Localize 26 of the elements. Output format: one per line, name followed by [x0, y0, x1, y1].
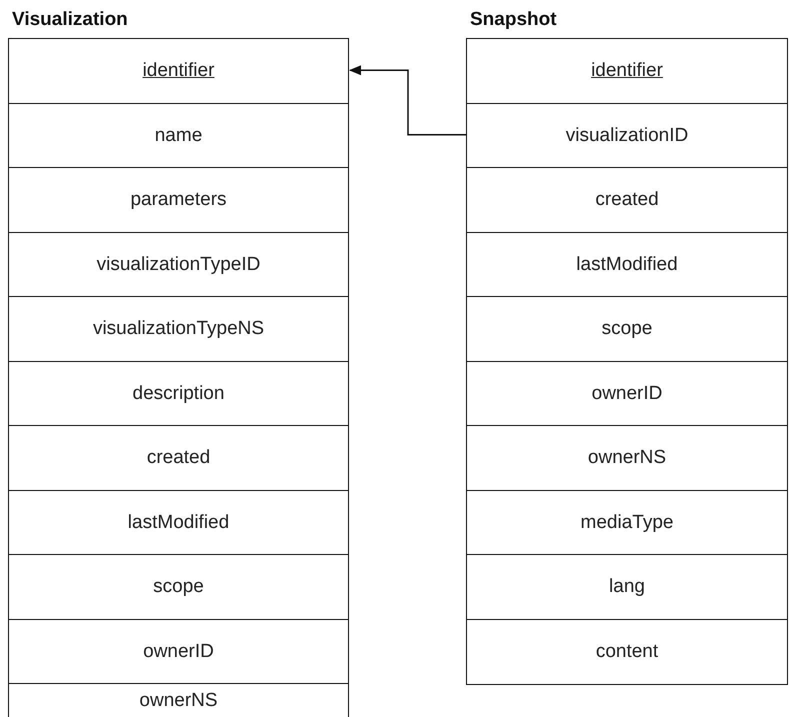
attribute-row: ownerNS	[466, 425, 788, 491]
attribute-row: ownerID	[8, 618, 349, 684]
attribute-row: lastModified	[8, 490, 349, 556]
attribute-row: parameters	[8, 167, 349, 233]
attribute-row: scope	[466, 296, 788, 362]
attribute-row: created	[8, 425, 349, 491]
attribute-row: identifier	[8, 38, 349, 104]
attribute-row: lang	[466, 554, 788, 620]
attribute-row: lastModified	[466, 232, 788, 298]
attribute-row: description	[8, 360, 349, 426]
attribute-row: ownerNS	[8, 683, 349, 717]
table-title: Snapshot	[470, 8, 557, 32]
attribute-row: mediaType	[466, 490, 788, 556]
arrow	[349, 65, 466, 136]
attribute-row: visualizationID	[466, 102, 788, 168]
attribute-row: ownerID	[466, 360, 788, 426]
attribute-row: visualizationTypeNS	[8, 296, 349, 362]
attribute-row: identifier	[466, 38, 788, 104]
entity-table	[466, 8, 788, 684]
attribute-row: visualizationTypeID	[8, 232, 349, 298]
table-title: Visualization	[12, 8, 128, 32]
attribute-row: name	[8, 102, 349, 168]
attribute-row: scope	[8, 554, 349, 620]
entity-table	[8, 8, 349, 717]
attribute-row: content	[466, 618, 788, 684]
attribute-row: created	[466, 167, 788, 233]
